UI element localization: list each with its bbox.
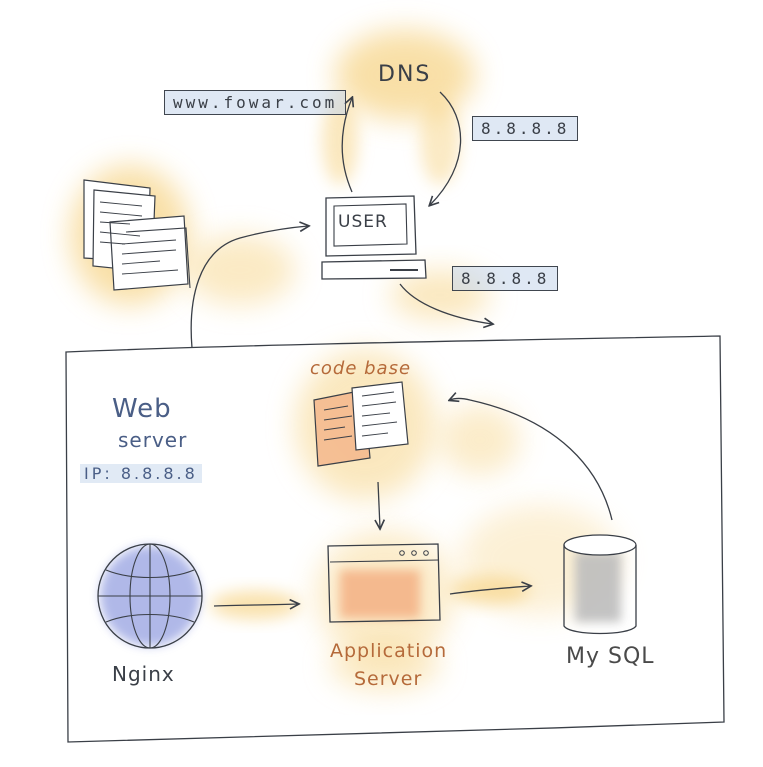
domain-tag: www.fowar.com [164,90,347,115]
user-to-server-arrow [399,283,492,324]
computer-terminal-icon [321,195,427,280]
application-window-icon [327,543,441,623]
database-cylinder-icon [563,534,637,635]
codebase-to-app-arrow [378,481,380,528]
mysql-label: My SQL [566,644,655,669]
web-server-subtitle: server [118,428,188,452]
app-to-mysql-arrow [449,586,530,595]
server-to-user-arrow [190,226,308,349]
user-label: USER [338,212,388,232]
dns-label: DNS [378,62,432,87]
code-base-label: code base [310,358,412,379]
dns-ip-tag: 8.8.8.8 [472,116,579,141]
application-label: Application [330,640,448,662]
documents-icon [83,179,191,291]
globe-icon [97,543,203,649]
user-to-dns-arrow [341,98,352,193]
nginx-label: Nginx [112,662,175,686]
user-ip-tag: 8.8.8.8 [452,266,559,291]
web-server-ip: IP: 8.8.8.8 [80,464,202,483]
web-server-title: Web [112,394,172,424]
mysql-to-codebase-arrow [450,399,613,521]
nginx-to-app-arrow [213,604,298,606]
dns-to-user-arrow [430,91,462,205]
code-base-documents-icon [313,381,409,467]
server-label: Server [354,668,423,690]
